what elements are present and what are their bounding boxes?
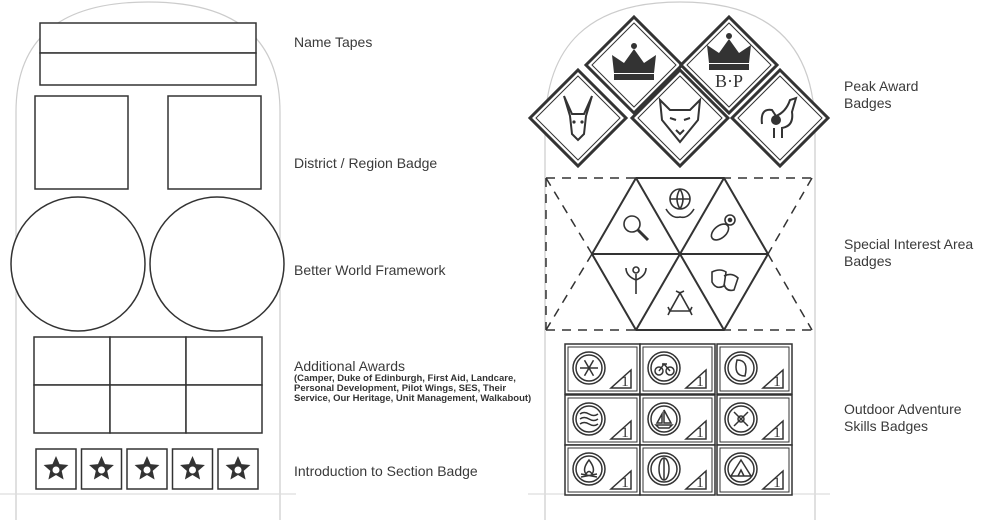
- district-badge-right: [167, 95, 262, 190]
- district-badges: [34, 95, 262, 190]
- oas-level-marker: 1: [609, 469, 632, 491]
- oas-level-marker: 1: [761, 469, 784, 491]
- oas-level-marker: 1: [761, 419, 784, 441]
- theatre-masks-icon: [711, 269, 739, 292]
- intro-badges: [35, 448, 259, 490]
- oas-level-number: 1: [773, 425, 781, 441]
- oas-badge: 1: [639, 394, 716, 446]
- oas-level-number: 1: [696, 475, 704, 491]
- bicycle-icon: [647, 351, 681, 385]
- label-intro-section: Introduction to Section Badge: [294, 463, 478, 479]
- peak-badge: [527, 67, 629, 169]
- oas-badge: 1: [716, 444, 793, 496]
- left-shirt-outline: [0, 1, 296, 520]
- oas-level-marker: 1: [684, 368, 707, 390]
- label-better-world: Better World Framework: [294, 262, 446, 278]
- name-tape-top: [39, 22, 257, 54]
- recycle-icon: [667, 290, 693, 316]
- intro-badge: [126, 448, 168, 490]
- oas-badge: 1: [564, 343, 641, 395]
- oas-badge: 1: [564, 394, 641, 446]
- crown-icon: [612, 43, 656, 80]
- label-name-tapes: Name Tapes: [294, 34, 373, 50]
- sailboat-icon: [647, 402, 681, 436]
- compass-icon: [647, 452, 681, 486]
- oas-level-number: 1: [621, 374, 629, 390]
- peak-award-badges: B·P: [527, 14, 831, 169]
- oas-badge: 1: [564, 444, 641, 496]
- waves-icon: [572, 402, 606, 436]
- globe-hands-icon: [665, 188, 695, 219]
- intro-badge: [80, 448, 123, 490]
- oas-badge: 1: [716, 343, 793, 395]
- district-badge-left: [34, 95, 129, 190]
- oas-level-number: 1: [621, 425, 629, 441]
- label-additional-awards: Additional Awards: [294, 358, 406, 374]
- oas-badge: 1: [716, 394, 793, 446]
- wolf-icon: [658, 97, 702, 144]
- oas-level-number: 1: [696, 374, 704, 390]
- peak-badge: [729, 67, 831, 169]
- bp-text: B·P: [715, 71, 743, 91]
- person-sprout-icon: [625, 266, 647, 294]
- fleur-de-lis-icon: [134, 456, 160, 480]
- oas-level-number: 1: [696, 425, 704, 441]
- fleur-de-lis-icon: [43, 456, 69, 480]
- intro-badge: [35, 448, 77, 490]
- peak-badge: [629, 67, 731, 169]
- label-outdoor-adventure: Outdoor Adventure Skills Badges: [844, 401, 962, 434]
- oas-level-number: 1: [621, 475, 629, 491]
- special-interest-area: [545, 177, 813, 331]
- magnifier-icon: [623, 215, 650, 242]
- kangaroo-icon: [563, 95, 593, 142]
- peak-badge: B·P: [678, 14, 780, 116]
- emu-icon: [760, 96, 798, 138]
- label-peak-award: Peak Award Badges: [844, 78, 919, 111]
- football-flower-icon: [710, 214, 736, 241]
- bushcraft-icon: [724, 402, 758, 436]
- sia-hexagon: [590, 177, 770, 331]
- snowflake-icon: [572, 351, 606, 385]
- climbing-icon: [724, 351, 758, 385]
- better-world-circle-right: [149, 196, 285, 332]
- better-world-circle-left: [10, 196, 146, 332]
- peak-badge: [583, 14, 685, 116]
- label-district: District / Region Badge: [294, 155, 438, 171]
- label-additional-awards-list: (Camper, Duke of Edinburgh, First Aid, L…: [294, 373, 532, 404]
- name-tape-bottom: [39, 52, 257, 86]
- campfire-icon: [572, 452, 606, 486]
- oas-level-number: 1: [773, 475, 781, 491]
- oas-level-marker: 1: [609, 419, 632, 441]
- fleur-de-lis-icon: [180, 456, 205, 480]
- intro-badge: [217, 448, 259, 490]
- outdoor-adventure-skills: 1 1 1 1 1 1 1 1 1: [564, 343, 793, 496]
- oas-level-marker: 1: [761, 368, 784, 390]
- oas-badge: 1: [639, 343, 716, 395]
- oas-level-marker: 1: [684, 419, 707, 441]
- tent-icon: [724, 452, 758, 486]
- oas-level-marker: 1: [609, 368, 632, 390]
- bp-crown-icon: B·P: [707, 33, 751, 91]
- oas-badge: 1: [639, 444, 716, 496]
- oas-level-number: 1: [773, 374, 781, 390]
- fleur-de-lis-icon: [89, 456, 114, 480]
- better-world-badges: [10, 196, 285, 332]
- name-tapes: [39, 22, 257, 86]
- label-special-interest: Special Interest Area Badges: [844, 236, 974, 269]
- fleur-de-lis-icon: [225, 456, 251, 480]
- additional-awards-grid: [33, 336, 263, 434]
- intro-badge: [171, 448, 214, 490]
- oas-level-marker: 1: [684, 469, 707, 491]
